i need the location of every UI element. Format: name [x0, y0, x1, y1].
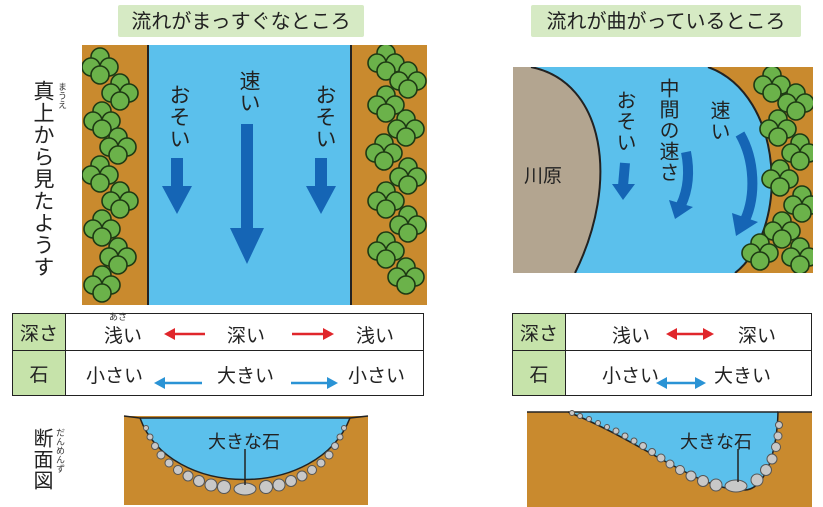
slow-flow-arrow-left — [162, 158, 192, 214]
fast-label: 速い — [237, 70, 261, 114]
top-view-ruby: まうえ — [56, 82, 66, 109]
slow-label-left: おそい — [167, 84, 191, 150]
cross-section-side-label: 断面図 — [30, 428, 54, 491]
stone-value-small-left: 小さい — [86, 365, 144, 387]
stone-value-small: 小さい — [602, 365, 660, 387]
stone-value-large-curved: 大きい — [714, 365, 772, 387]
stone-values-cell: 小さい 大きい 小さい — [65, 350, 424, 396]
stones-left — [143, 425, 347, 496]
large-stone-label-left: 大きな石 — [208, 432, 280, 453]
slow-label-right: おそい — [313, 84, 337, 150]
large-stone-label-right: 大きな石 — [680, 432, 752, 453]
depth-values-cell-curved: 浅い 深い — [565, 313, 812, 351]
right-panel-title: 流れが曲がっているところ — [531, 5, 801, 37]
stone-value-large: 大きい — [217, 365, 275, 387]
depth-value-shallow-right: 浅い — [356, 325, 395, 347]
depth-value-deep-curved: 深い — [738, 325, 777, 347]
stone-header-curved: 石 — [512, 350, 566, 396]
curved-cross-section — [527, 410, 812, 507]
stone-value-small-right: 小さい — [348, 365, 406, 387]
cross-section-ruby: だんめんず — [54, 428, 64, 473]
straight-cross-section — [123, 415, 369, 505]
left-panel-title: 流れがまっすぐなところ — [118, 5, 364, 37]
curved-flow-arrows — [612, 131, 758, 236]
straight-river-top-view — [82, 45, 427, 305]
depth-value-deep: 深い — [227, 325, 266, 347]
riverbed-label: 川原 — [524, 165, 563, 187]
slow-flow-arrow-right — [306, 158, 336, 214]
top-view-side-label: 真上から見たようす — [31, 80, 55, 278]
stone-row: 石 小さい 大きい 小さい — [12, 350, 424, 396]
fast-flow-arrow — [230, 124, 264, 264]
depth-header-curved: 深さ — [512, 313, 566, 351]
depth-values-cell: あさ 浅い 深い 浅い — [65, 313, 424, 351]
curved-river-top-view — [513, 67, 813, 273]
depth-header: 深さ — [12, 313, 66, 351]
stone-values-cell-curved: 小さい 大きい — [565, 350, 812, 396]
depth-value-shallow-left: 浅い — [104, 325, 143, 347]
stone-header: 石 — [12, 350, 66, 396]
depth-row-curved: 深さ 浅い 深い — [512, 313, 812, 351]
medium-label: 中間の速さ — [656, 78, 680, 183]
stone-row-curved: 石 小さい 大きい — [512, 350, 812, 396]
depth-row: 深さ あさ 浅い 深い 浅い — [12, 313, 424, 351]
fast-label-curved: 速い — [707, 100, 731, 142]
curved-river-table: 深さ 浅い 深い 石 小さい 大きい — [512, 313, 812, 396]
slow-label-curved: おそい — [613, 90, 637, 153]
depth-value-shallow: 浅い — [612, 325, 651, 347]
stones-right — [569, 410, 783, 493]
straight-flow-arrows — [162, 124, 336, 264]
straight-river-table: 深さ あさ 浅い 深い 浅い 石 小さい 大きい 小さい — [12, 313, 424, 396]
depth-ruby: あさ — [109, 313, 128, 323]
